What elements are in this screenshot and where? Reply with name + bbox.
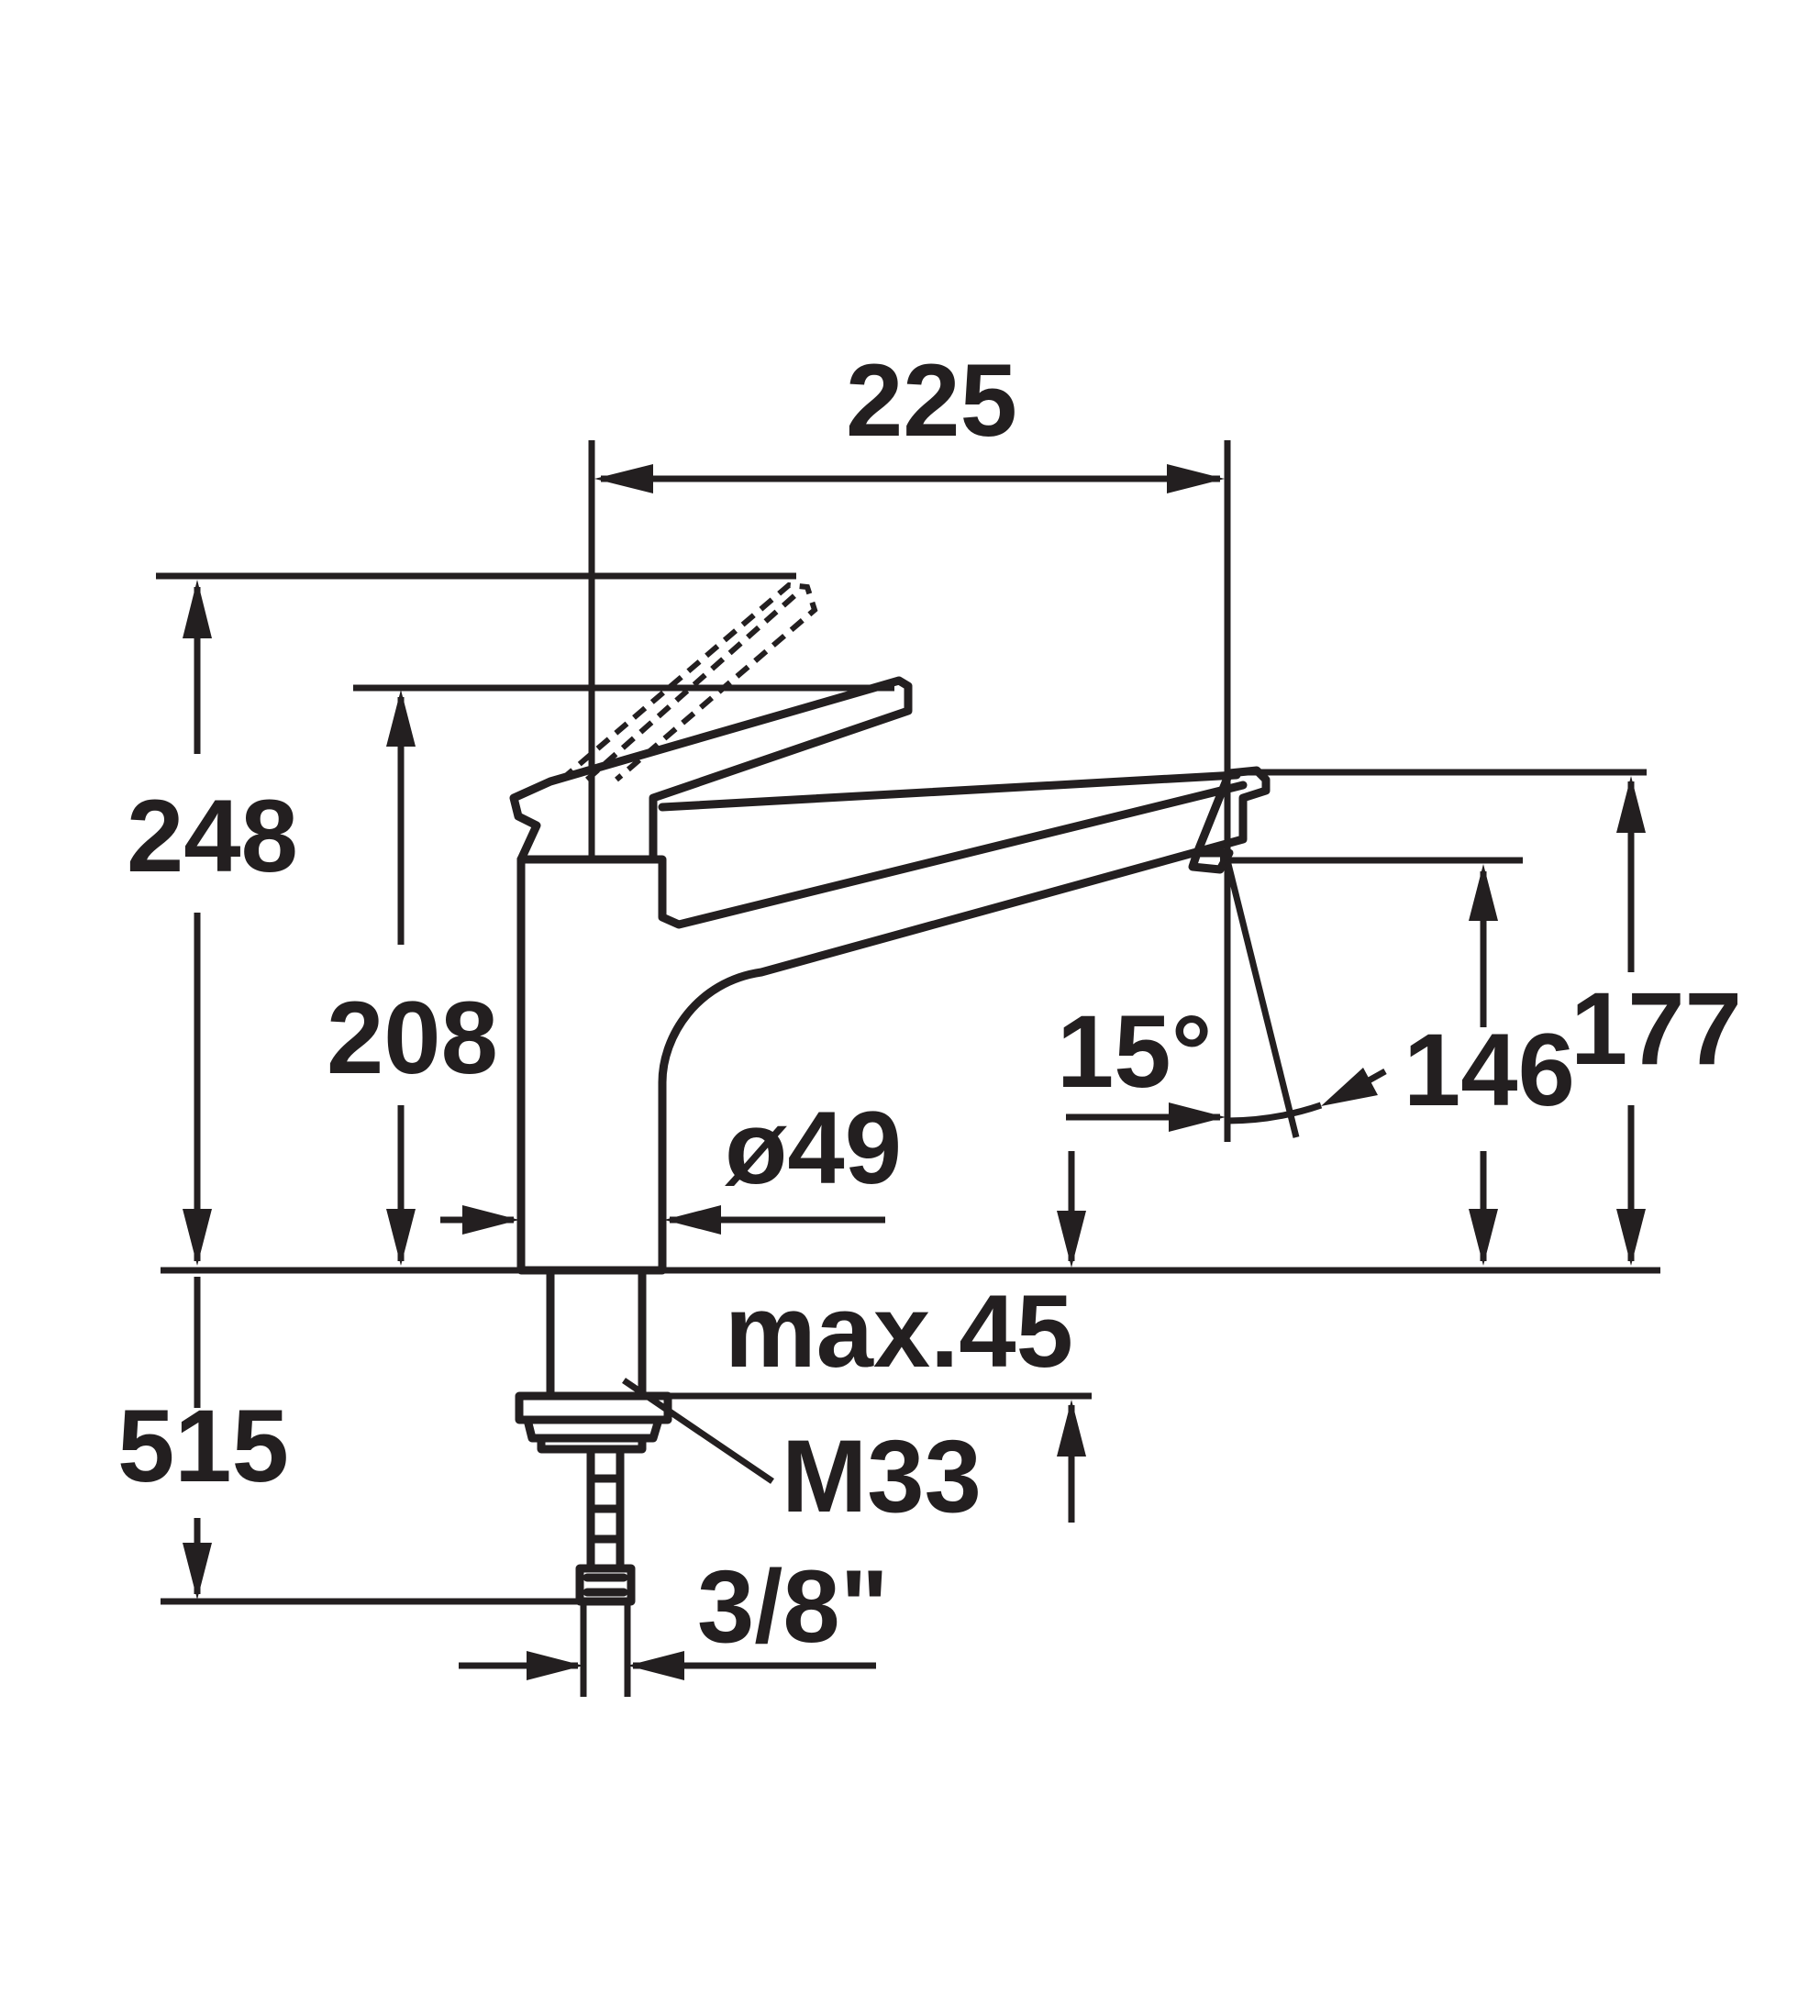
lever-raised-dashed (560, 582, 818, 782)
label-177: 177 (1570, 971, 1742, 1086)
lever-handle (509, 676, 1248, 929)
dimension-146 (1469, 864, 1498, 1266)
label-m33: M33 (782, 1419, 982, 1534)
label-connection: 3/8" (697, 1549, 889, 1664)
dimension-diameter (440, 1205, 885, 1235)
label-515: 515 (117, 1389, 289, 1503)
hose (586, 1445, 625, 1573)
spout-upper-edge (658, 770, 1241, 812)
label-208: 208 (327, 980, 498, 1095)
dimension-max45 (1057, 1151, 1086, 1523)
thread-leader (622, 1378, 774, 1484)
dimension-248 (183, 580, 212, 1266)
dimension-angle (1066, 1068, 1387, 1132)
hose-fitting (575, 1564, 636, 1606)
dimension-177 (1616, 776, 1646, 1266)
label-225: 225 (846, 343, 1017, 458)
dimension-connection (459, 1651, 876, 1680)
mounting-nut (515, 1391, 672, 1424)
spout-nozzle (1188, 848, 1234, 874)
dimension-515 (183, 1277, 212, 1600)
label-max45: max.45 (725, 1274, 1073, 1389)
dimension-208 (386, 690, 416, 1266)
label-diameter: ø49 (725, 1091, 902, 1205)
label-248: 248 (127, 779, 298, 893)
label-146: 146 (1404, 1013, 1575, 1127)
faucet-outline (509, 676, 1271, 1275)
label-angle: 15° (1057, 994, 1212, 1109)
reference-lines (156, 440, 1660, 1697)
dimension-225 (594, 464, 1225, 493)
faucet-shank (515, 1266, 672, 1606)
faucet-column-and-spout (516, 766, 1271, 1275)
